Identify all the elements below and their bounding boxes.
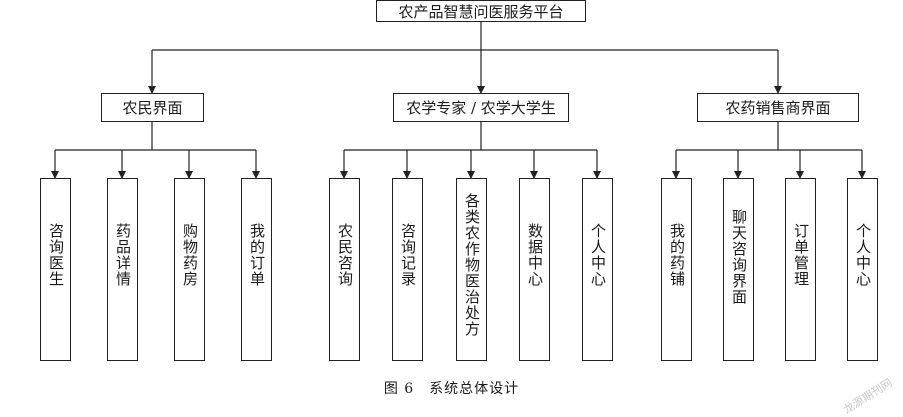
leaf-node-label: 个人中心 — [854, 223, 872, 287]
group-node-label: 农药销售商界面 — [725, 99, 831, 117]
leaf-node: 各类农作物医治处方 — [456, 178, 487, 361]
leaf-node-label: 数据中心 — [526, 223, 544, 287]
leaf-node-label: 咨询记录 — [399, 223, 417, 287]
root-node: 农产品智慧问医服务平台 — [376, 0, 586, 22]
leaf-node-label: 订单管理 — [792, 223, 810, 287]
leaf-node-label: 我的药铺 — [668, 223, 686, 287]
leaf-node-label: 咨询医生 — [47, 223, 65, 287]
leaf-node: 个人中心 — [847, 178, 878, 361]
leaf-node: 个人中心 — [582, 178, 613, 361]
leaf-node: 农民咨询 — [329, 178, 360, 361]
leaf-node: 购物药房 — [174, 178, 205, 361]
leaf-node-label: 购物药房 — [181, 223, 199, 287]
root-node-label: 农产品智慧问医服务平台 — [398, 2, 564, 21]
leaf-node: 我的药铺 — [661, 178, 692, 361]
group-node-label: 农学专家 / 农学大学生 — [406, 99, 556, 117]
group-node-expert: 农学专家 / 农学大学生 — [393, 93, 569, 122]
group-node-farmer: 农民界面 — [101, 93, 204, 122]
leaf-node-label: 药品详情 — [114, 223, 132, 287]
group-node-label: 农民界面 — [122, 99, 183, 117]
leaf-node: 药品详情 — [107, 178, 138, 361]
leaf-node-label: 农民咨询 — [336, 223, 354, 287]
leaf-node-label: 聊天咨询界面 — [730, 209, 748, 305]
leaf-node-label: 我的订单 — [248, 223, 266, 287]
leaf-node: 我的订单 — [241, 178, 272, 361]
leaf-node-label: 各类农作物医治处方 — [463, 193, 481, 337]
leaf-node: 订单管理 — [785, 178, 816, 361]
leaf-node: 聊天咨询界面 — [723, 178, 754, 361]
figure-caption: 图 6 系统总体设计 — [383, 381, 520, 397]
leaf-node: 数据中心 — [519, 178, 550, 361]
leaf-node: 咨询医生 — [40, 178, 71, 361]
group-node-seller: 农药销售商界面 — [697, 93, 859, 122]
leaf-node: 咨询记录 — [392, 178, 423, 361]
leaf-node-label: 个人中心 — [589, 223, 607, 287]
